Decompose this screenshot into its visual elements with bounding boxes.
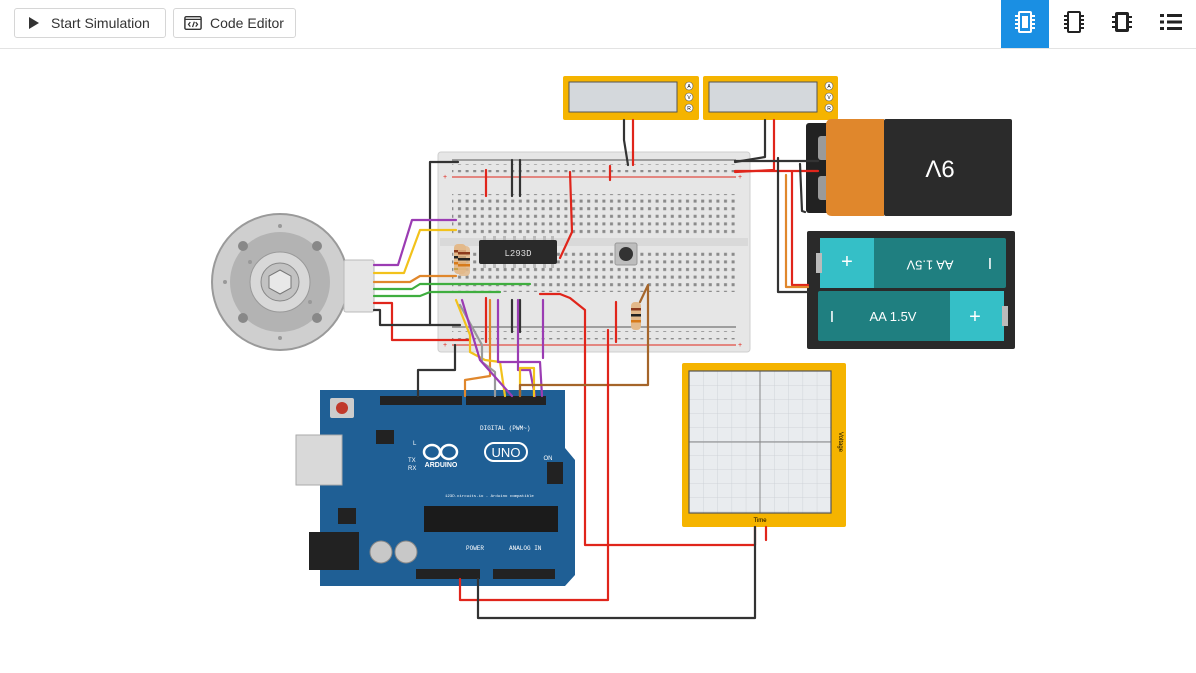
- rail-plus-label: +: [443, 174, 447, 181]
- digital-pwm-label: DIGITAL (PWM~): [480, 425, 530, 432]
- wires: [372, 118, 820, 620]
- schematic-view-tab[interactable]: [1001, 0, 1049, 48]
- battery-9v[interactable]: 9V: [806, 119, 1012, 216]
- l293d-chip[interactable]: L293D: [479, 236, 557, 268]
- wire[interactable]: [428, 160, 462, 327]
- aa-plus-terminal: +: [841, 251, 853, 273]
- multimeter[interactable]: A V R: [703, 76, 838, 120]
- component-view-tab[interactable]: [1050, 0, 1098, 48]
- oscilloscope-y-label: Voltage: [837, 432, 843, 453]
- rail-plus-label: +: [443, 342, 447, 349]
- wire[interactable]: [372, 282, 532, 291]
- tx-led-label: TX: [408, 458, 416, 464]
- start-simulation-button[interactable]: Start Simulation: [14, 8, 166, 38]
- resistor[interactable]: [631, 302, 641, 330]
- wire[interactable]: [372, 290, 502, 298]
- wire[interactable]: [372, 274, 458, 284]
- component-list-icon: [1159, 12, 1183, 37]
- wire[interactable]: [518, 283, 650, 398]
- dc-motor-encoder[interactable]: [211, 213, 375, 351]
- aa-minus-terminal: I: [988, 256, 992, 273]
- component-list-tab[interactable]: [1147, 0, 1195, 48]
- board-footer-label: 123D.circuits.io - Arduino compatible: [445, 494, 534, 499]
- wire[interactable]: [776, 156, 810, 294]
- multimeter-mode-r: R: [687, 106, 691, 112]
- battery-9v-label: 9V: [925, 155, 954, 182]
- wire[interactable]: [460, 298, 514, 398]
- code-editor-button[interactable]: Code Editor: [173, 8, 296, 38]
- l-led-label: L: [413, 441, 417, 447]
- push-button[interactable]: [614, 242, 638, 266]
- aa-minus-terminal: I: [830, 309, 834, 326]
- circuit-canvas[interactable]: + + + + L293D: [0, 49, 1196, 673]
- power-section-label: POWER: [466, 545, 484, 552]
- component-view-icon: [1063, 10, 1085, 39]
- aa-battery-holder[interactable]: + AA 1.5V I I AA 1.5V +: [807, 231, 1015, 349]
- schematic-view-icon: [1014, 10, 1036, 39]
- code-editor-icon: [184, 14, 202, 32]
- multimeter-mode-r: R: [827, 106, 831, 112]
- resistor[interactable]: [458, 246, 470, 276]
- multimeter-mode-v: V: [827, 95, 831, 101]
- wire[interactable]: [416, 343, 457, 398]
- oscilloscope-x-label: Time: [753, 518, 767, 524]
- breadboard[interactable]: + + + +: [437, 151, 751, 353]
- multimeter-mode-a: A: [687, 84, 691, 90]
- wire[interactable]: [798, 162, 807, 214]
- chip-label: L293D: [504, 249, 531, 259]
- wire[interactable]: [496, 298, 544, 398]
- code-editor-label: Code Editor: [210, 15, 284, 31]
- play-icon: [25, 14, 43, 32]
- circuit-view-tab[interactable]: [1098, 0, 1146, 48]
- arduino-model-label: UNO: [492, 445, 521, 460]
- arduino-logo-icon: [422, 443, 459, 461]
- arduino-uno[interactable]: DIGITAL (PWM~) ARDUINO UNO ON TX RX L 12…: [295, 390, 575, 586]
- aa-cell-label: AA 1.5V: [906, 258, 953, 273]
- wire[interactable]: [372, 301, 472, 342]
- oscilloscope[interactable]: Time Voltage: [682, 363, 846, 527]
- wire[interactable]: [372, 308, 432, 327]
- multimeter-mode-v: V: [687, 95, 691, 101]
- rail-plus-label: +: [738, 342, 742, 349]
- on-led-label: ON: [544, 456, 553, 462]
- multimeter[interactable]: A V R: [563, 76, 699, 120]
- analog-section-label: ANALOG IN: [509, 545, 542, 552]
- wire[interactable]: [516, 298, 537, 398]
- multimeter-mode-a: A: [827, 84, 831, 90]
- rail-plus-label: +: [738, 174, 742, 181]
- wire[interactable]: [790, 170, 810, 287]
- rx-led-label: RX: [408, 466, 416, 472]
- wire[interactable]: [372, 218, 458, 267]
- wire[interactable]: [784, 173, 810, 289]
- aa-plus-terminal: +: [969, 306, 981, 328]
- wire[interactable]: [458, 328, 610, 602]
- wire[interactable]: [454, 298, 507, 398]
- wire[interactable]: [463, 298, 492, 398]
- start-simulation-label: Start Simulation: [51, 15, 150, 31]
- circuit-view-icon: [1111, 10, 1133, 39]
- toolbar: Start Simulation Code Editor: [0, 0, 1196, 49]
- wire[interactable]: [476, 525, 757, 620]
- wire[interactable]: [372, 228, 458, 275]
- aa-cell-label: AA 1.5V: [870, 309, 917, 324]
- wire[interactable]: [622, 118, 630, 167]
- wire[interactable]: [558, 170, 574, 260]
- arduino-brand-label: ARDUINO: [425, 462, 458, 469]
- wire[interactable]: [518, 366, 536, 398]
